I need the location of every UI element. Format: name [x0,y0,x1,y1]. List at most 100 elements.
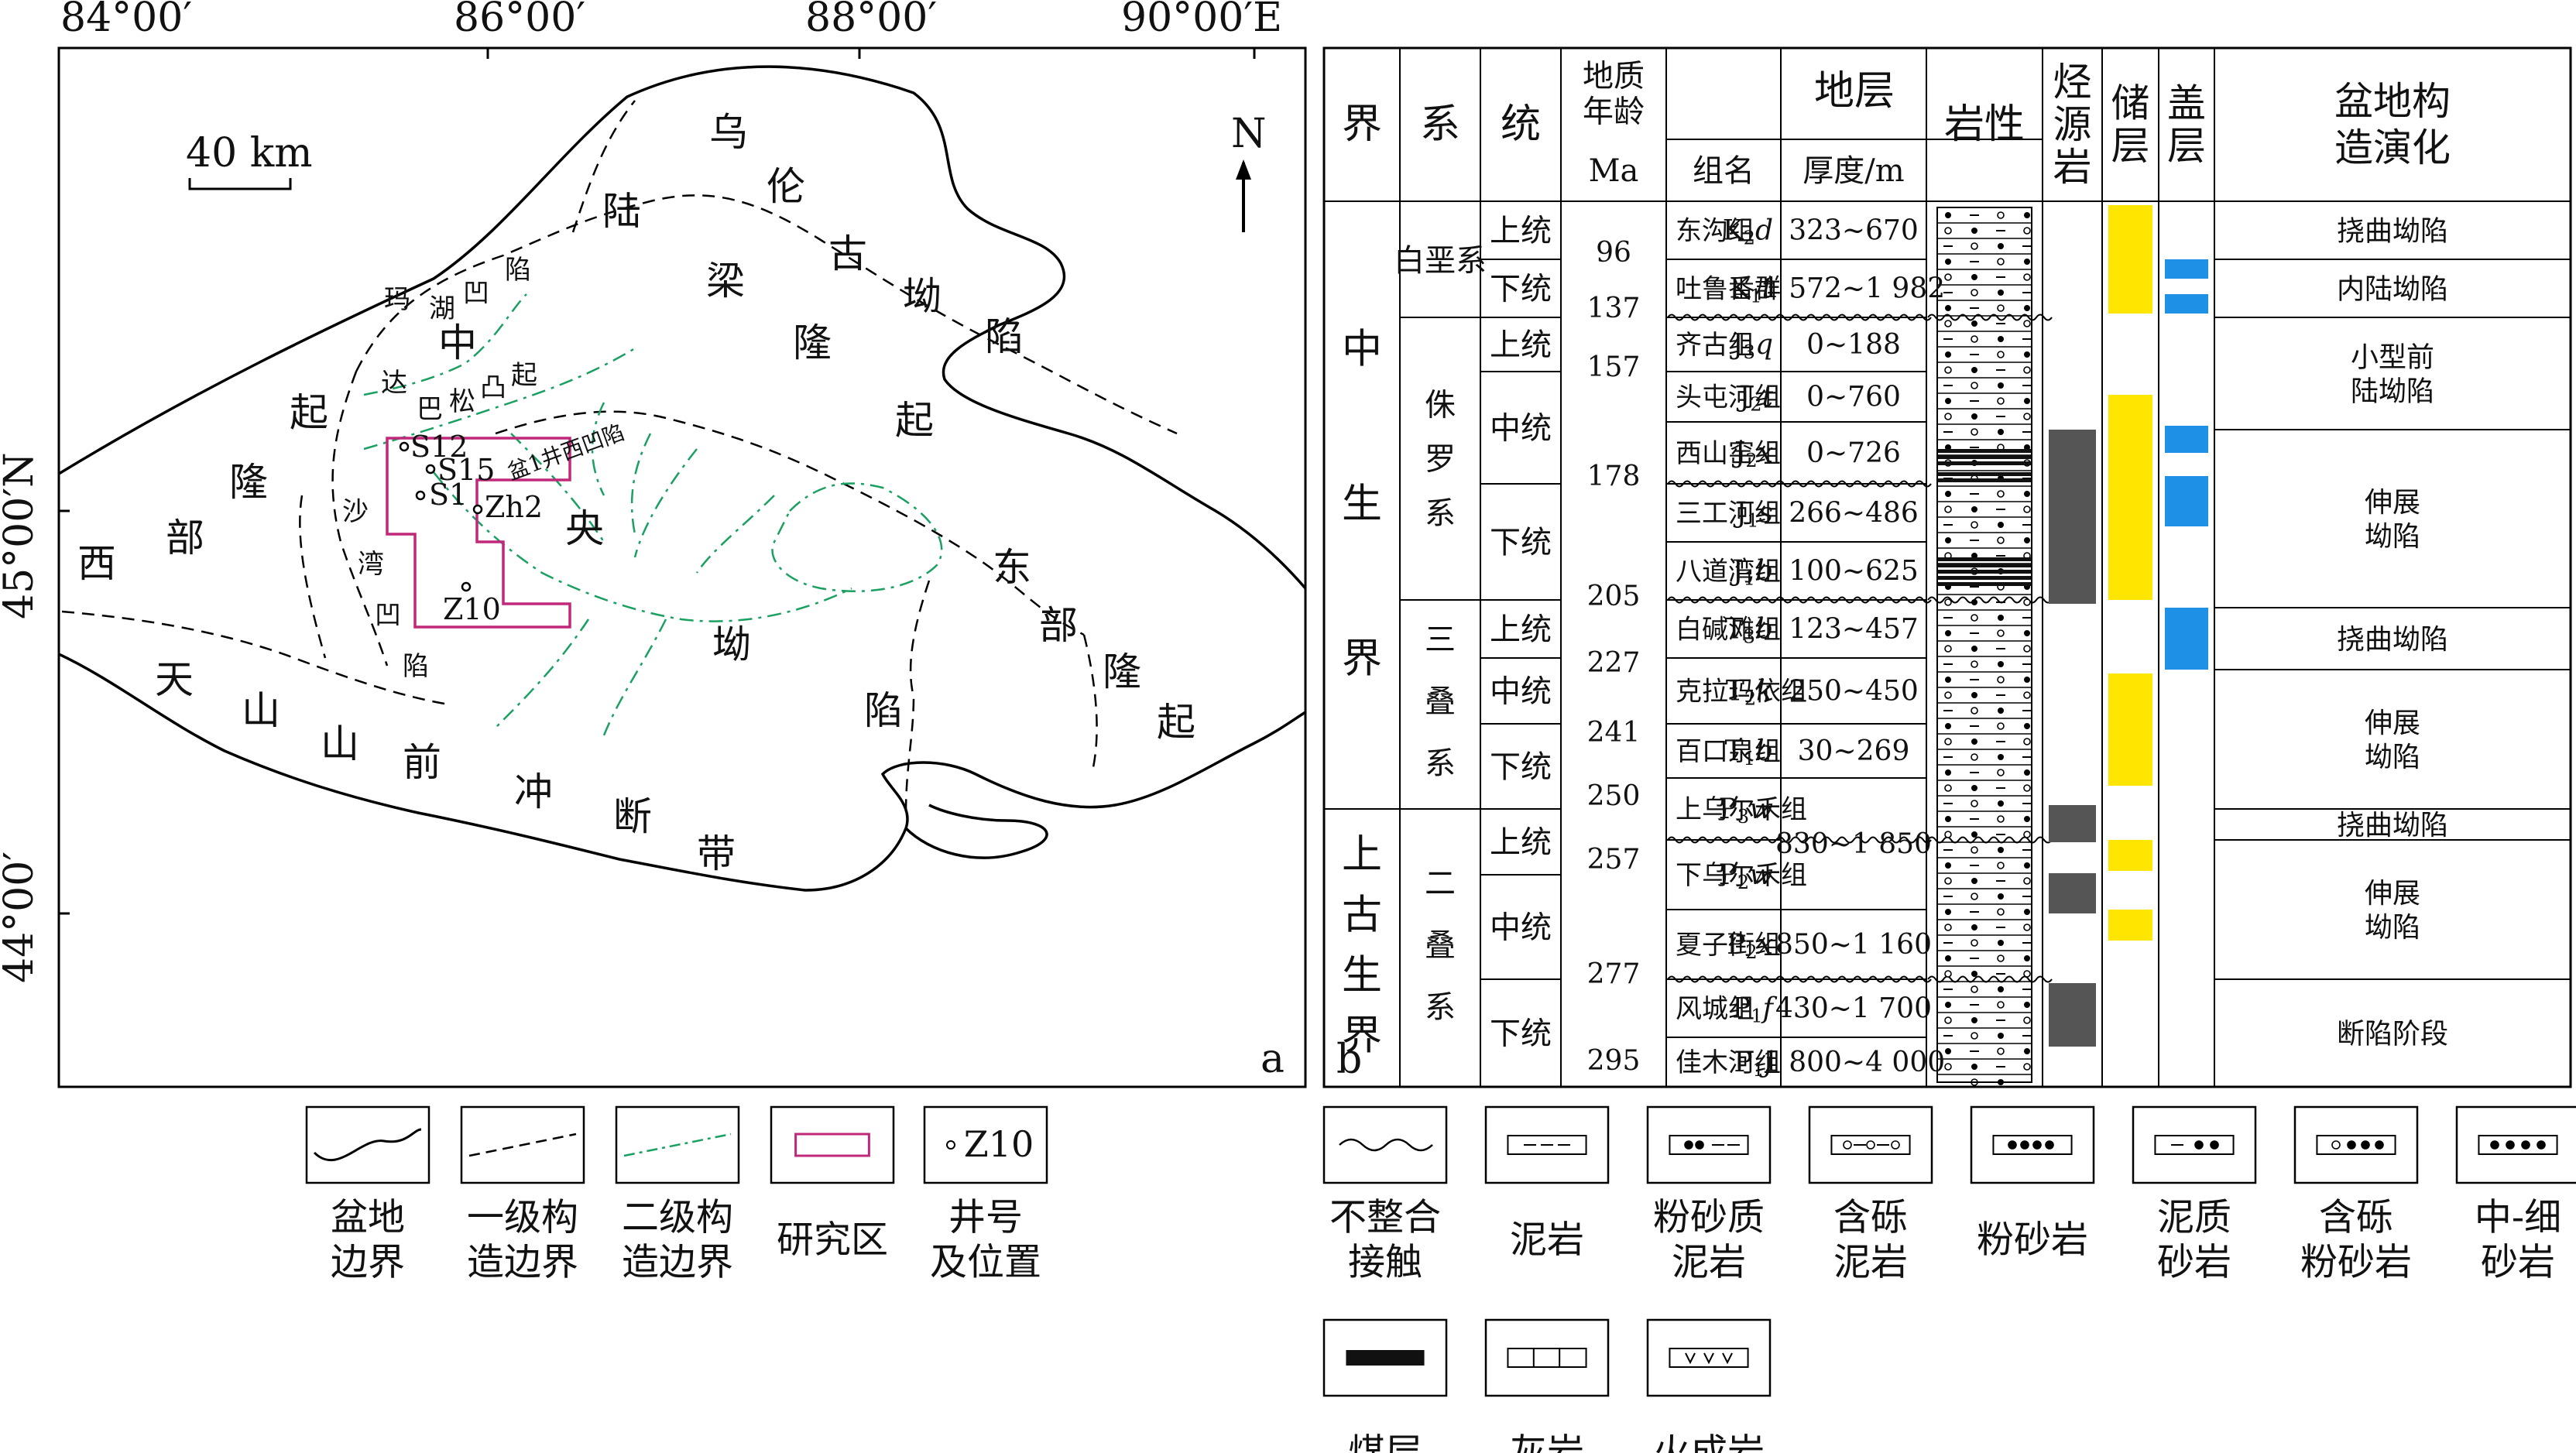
region-label: 古 [828,231,867,276]
siltstone-legend-item: 粉砂岩 [1970,1105,2095,1261]
formation-code: T2k [1726,676,1773,710]
stratigraphic-column-panel: 界系统地质年龄Ma地层组名厚度/m岩性烃源岩储层盖层盆地构造演化中生界上古生界白… [1322,46,2576,1453]
formation-name: 克拉玛依组 [1676,677,1807,708]
legend-label: 接触 [1348,1240,1422,1283]
legend-well-label: Z10 [964,1123,1034,1165]
region-label: 部 [1039,603,1078,648]
sub-region-label: 起 [511,360,537,391]
legend-label: 泥岩 [1510,1218,1584,1261]
formation-name: 上乌尔禾组 [1676,794,1807,825]
erathem-label: 界 [1342,636,1382,683]
series-label: 上统 [1490,214,1552,249]
formation-name: 东沟组 [1676,216,1754,247]
source-rock-interval [2049,430,2096,604]
formation-name: 头屯河组 [1676,382,1781,413]
formation-thickness: 830~1 850 [1775,828,1932,860]
basin-evolution-stage: 伸展 [2365,878,2420,910]
series-label: 上统 [1490,825,1552,861]
region-label: 部 [166,516,204,560]
formation-name: 下乌尔禾组 [1676,860,1807,891]
reservoir-interval [2108,673,2152,786]
geologic-age-value: 257 [1587,844,1641,876]
sub-region-label: 玛 [384,284,410,315]
header-source-rock: 岩 [2053,145,2092,190]
study-area-legend-item: 研究区 [770,1105,895,1261]
formation-name: 佳木河组 [1676,1047,1781,1078]
geologic-age-value: 137 [1587,293,1641,324]
sub-region-label: 凸 [480,372,506,403]
formation-thickness: 323~670 [1789,215,1919,247]
legend-label: 造边界 [622,1240,733,1283]
legend-label: 火成岩 [1653,1431,1765,1453]
lon-tick-90: 90°00′E [1121,0,1282,41]
basin-evolution-stage: 坳陷 [2365,742,2420,773]
formation-thickness: 1 572~1 982 [1762,273,1945,305]
study-area-outline [386,437,571,629]
cap-rock-interval [2165,294,2208,314]
basin-evolution-stage: 坳陷 [2365,521,2420,553]
legend-label: 中-细 [2475,1195,2561,1239]
legend-label: 粉砂质 [1653,1195,1765,1239]
formation-code: P1f [1732,993,1778,1027]
second-order-boundaries [363,293,943,736]
legend-label: 及位置 [930,1240,1041,1283]
region-label: 东 [993,545,1031,590]
legend-label: 粉砂岩 [1977,1218,2088,1261]
formation-code: J3q [1729,329,1773,363]
map-tick-marks [59,48,1256,915]
basin-evolution-stage: 内陆坳陷 [2337,273,2448,305]
header-thickness: 厚度/m [1803,153,1904,189]
lithology-column [1936,207,2032,1086]
well-z10-marker[interactable] [461,581,472,592]
header-formation-name: 组名 [1693,153,1754,189]
well-s15-marker[interactable] [425,464,436,475]
region-label: 冲 [514,769,553,814]
series-label: 中统 [1490,411,1552,447]
well-label-z10: Z10 [443,592,501,626]
north-label: N [1231,111,1267,157]
header-strata: 地层 [1814,68,1895,115]
formation-thickness: 0~760 [1806,382,1901,413]
legend-label: 含砾 [1833,1195,1908,1239]
sub-region-label: 松 [449,386,475,417]
legend-label: 不整合 [1329,1195,1441,1239]
cap-rock-interval [2165,426,2208,453]
formation-code: T1b [1725,735,1773,769]
well-s1-marker[interactable] [415,490,426,501]
legend-label: 边界 [331,1240,405,1283]
region-label: 陆 [602,189,641,234]
region-label: 隆 [1103,649,1141,694]
region-label: 山 [242,688,280,733]
region-label: 起 [895,398,934,443]
formation-code: J1b [1729,556,1773,590]
legend-label: 盆地 [331,1195,405,1239]
basin-evolution-stage: 坳陷 [2365,912,2420,944]
system-label: 系 [1425,989,1456,1025]
formation-thickness: 123~457 [1789,614,1919,646]
geologic-age-value: 295 [1587,1045,1641,1077]
formation-name: 八道湾组 [1676,557,1781,588]
legend-label: 研究区 [777,1218,888,1261]
header-basin-evolution: 造演化 [2334,125,2451,170]
formation-code: P2x [1727,929,1773,963]
system-label: 罗 [1425,441,1456,477]
source-rock-interval [2049,873,2096,913]
formation-code: J1s [1733,498,1773,532]
lon-tick-84: 84°00′ [60,0,192,41]
column-grid [1324,48,2571,1087]
well-zh2-marker[interactable] [472,504,483,515]
geologic-age-value: 205 [1587,581,1641,612]
cap-rock-interval [2165,259,2208,279]
basin-boundary-line-south [59,653,1305,892]
legend-label: 灰岩 [1510,1431,1584,1453]
well-s12-marker[interactable] [399,441,410,452]
basin-boundary-line [59,65,1305,590]
legend-label: 二级构 [622,1195,733,1239]
system-label: 白垩系 [1394,243,1487,279]
basin-evolution-stage: 小型前 [2351,341,2434,373]
region-label: 断 [613,794,652,839]
series-label: 上统 [1490,612,1552,648]
legend-label: 煤层 [1348,1431,1422,1453]
